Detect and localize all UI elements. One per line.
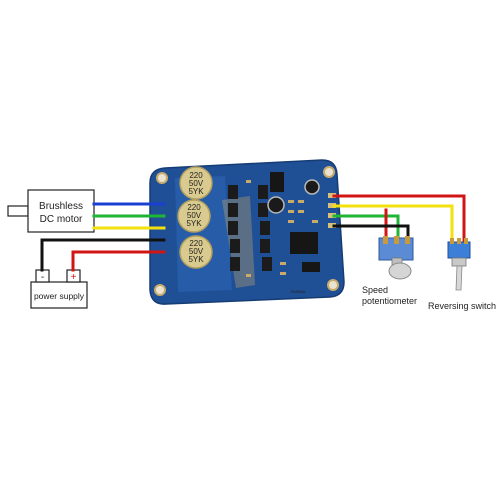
board-model-label: JSW80A [290,289,306,294]
brushless-motor: Brushless DC motor [7,189,95,233]
capacitor-3: 220 50V 5YK [179,235,213,269]
potentiometer-label-line2: potentiometer [362,296,417,306]
capacitor-2: 220 50V 5YK [177,199,211,233]
capacitor-1-text-3: 5YK [188,187,204,196]
capacitor-2-text-1: 220 [187,203,201,212]
wire-green-control [332,214,400,242]
switch-label: Reversing switch [428,301,496,311]
capacitor-3-text-2: 50V [189,247,204,256]
capacitor-1: 220 50V 5YK [179,166,213,200]
toggle-lever [455,265,463,291]
motor-label-line2: DC motor [40,214,83,225]
capacitor-1-text-1: 220 [189,171,203,180]
wire-black-negative [40,238,166,272]
driver-board: JSW80A 220 50V 5YK 220 50V 5YK 220 50V 5… [149,159,345,305]
wire-black-control [332,224,410,242]
potentiometer-label-line1: Speed [362,285,388,295]
reversing-switch: Reversing switch [428,238,496,311]
wire-red-positive [71,250,166,272]
capacitor-3-text-1: 220 [189,239,203,248]
power-supply-box [30,281,88,309]
wire-red-control [332,194,466,246]
potentiometer-knob [388,262,412,280]
motor-shaft [7,205,29,217]
wire-yellow-control [332,204,454,246]
speed-potentiometer: Speed potentiometer [362,236,417,306]
capacitor-3-text-3: 5YK [188,255,204,264]
motor-label-line1: Brushless [39,201,83,212]
positive-sign: + [71,272,77,283]
power-supply-label: power supply [34,291,85,301]
power-supply: - + power supply [30,269,88,309]
negative-sign: - [41,272,44,283]
motor-body [27,189,95,233]
capacitor-2-text-2: 50V [187,211,202,220]
capacitor-2-text-3: 5YK [186,219,202,228]
capacitor-1-text-2: 50V [189,179,204,188]
